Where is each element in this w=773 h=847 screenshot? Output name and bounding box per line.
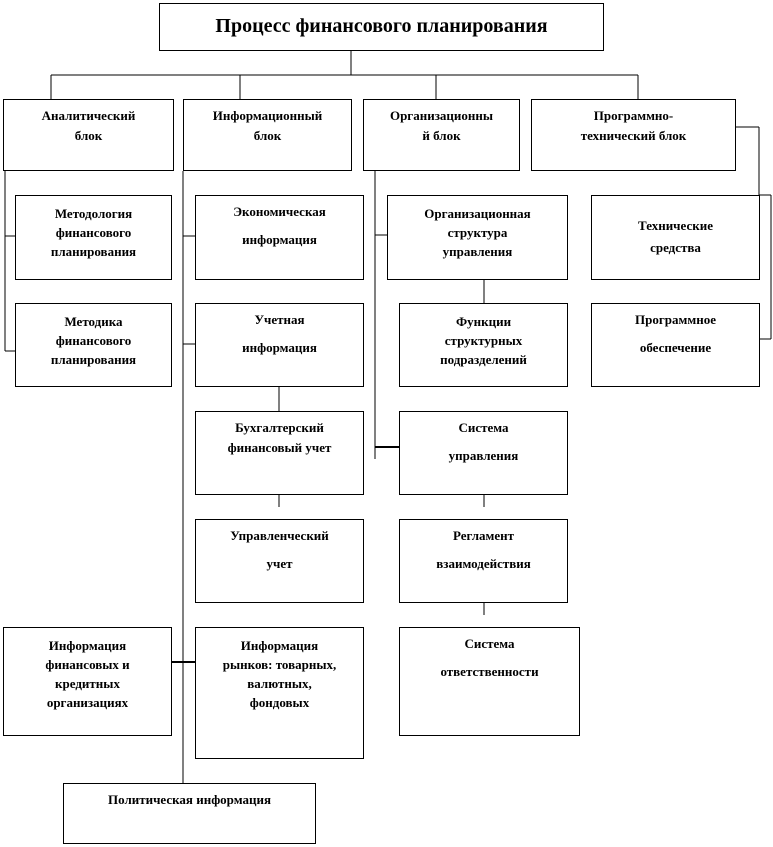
software-box: Программное обеспечение: [591, 303, 760, 387]
management-accounting-box: Управленческий учет: [195, 519, 364, 603]
method-box: Методика финансового планирования: [15, 303, 172, 387]
org-structure-box: Организационная структура управления: [387, 195, 568, 280]
analytic-block: Аналитический блок: [3, 99, 174, 171]
economic-info-box: Экономическая информация: [195, 195, 364, 280]
diagram-title: Процесс финансового планирования: [159, 3, 604, 51]
info-block: Информационный блок: [183, 99, 352, 171]
functions-box: Функции структурных подразделений: [399, 303, 568, 387]
regulation-box: Регламент взаимодействия: [399, 519, 568, 603]
fin-credit-info-box: Информация финансовых и кредитных органи…: [3, 627, 172, 736]
methodology-box: Методология финансового планирования: [15, 195, 172, 280]
bookkeeping-box: Бухгалтерский финансовый учет: [195, 411, 364, 495]
org-block: Организационны й блок: [363, 99, 520, 171]
prog-block: Программно- технический блок: [531, 99, 736, 171]
markets-info-box: Информация рынков: товарных, валютных, ф…: [195, 627, 364, 759]
accounting-info-box: Учетная информация: [195, 303, 364, 387]
tech-means-box: Технические средства: [591, 195, 760, 280]
political-info-box: Политическая информация: [63, 783, 316, 844]
responsibility-box: Система ответственности: [399, 627, 580, 736]
management-system-box: Система управления: [399, 411, 568, 495]
